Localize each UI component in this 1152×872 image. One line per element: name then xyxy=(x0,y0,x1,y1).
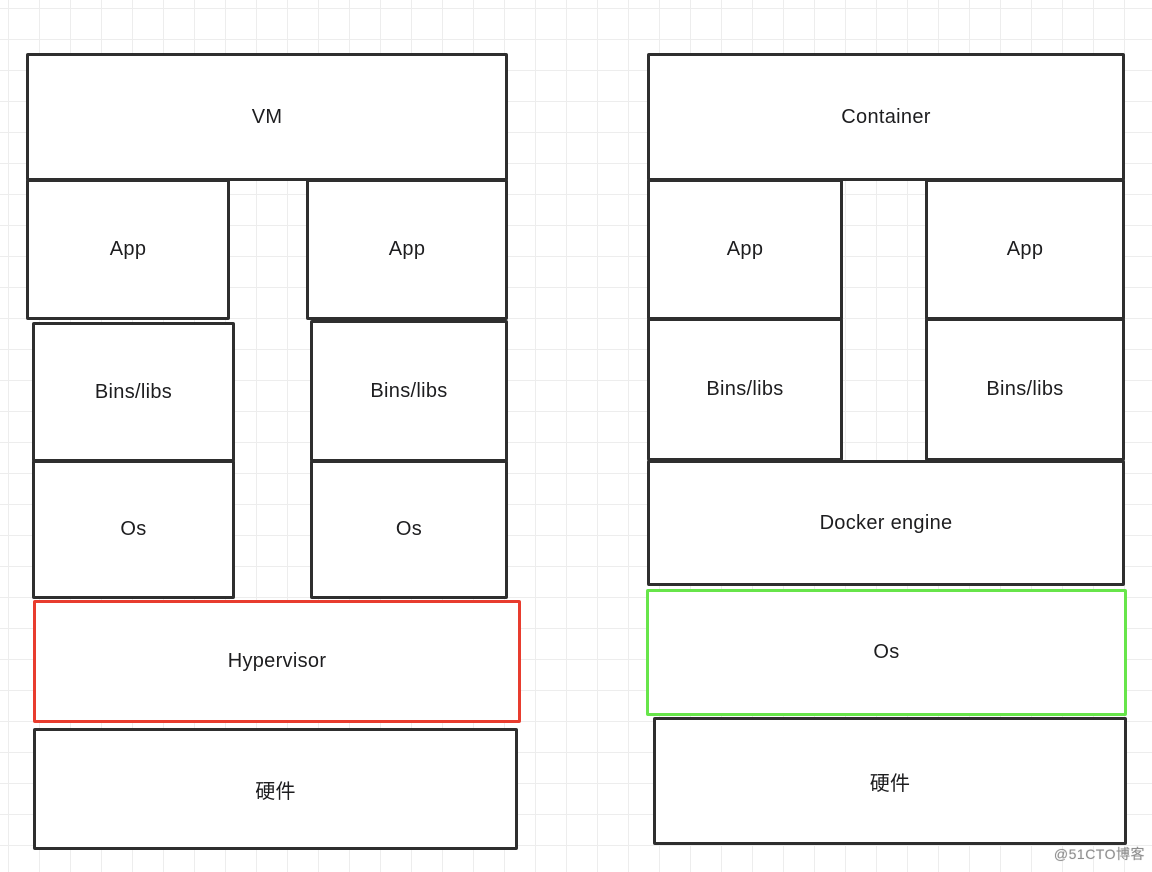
container-bins-libs-right-label: Bins/libs xyxy=(986,378,1064,400)
container-app-left-label: App xyxy=(726,238,764,260)
hypervisor-label: Hypervisor xyxy=(227,650,327,672)
container-app-left-box: App xyxy=(647,179,843,320)
vm-app-right-label: App xyxy=(388,238,426,260)
vm-bins-libs-left-label: Bins/libs xyxy=(94,380,173,403)
container-hardware-box: 硬件 xyxy=(653,717,1127,845)
vm-os-right-label: Os xyxy=(395,518,423,540)
container-bins-libs-left-box: Bins/libs xyxy=(647,318,843,461)
vm-title-box: VM xyxy=(26,53,508,181)
docker-engine-box: Docker engine xyxy=(647,460,1125,586)
container-title-box: Container xyxy=(647,53,1125,181)
container-os-label: Os xyxy=(873,641,900,663)
container-os-box: Os xyxy=(646,589,1127,716)
vm-os-left-box: Os xyxy=(32,460,235,599)
vm-title-label: VM xyxy=(251,105,283,128)
vm-app-left-box: App xyxy=(26,179,230,320)
container-app-right-box: App xyxy=(925,179,1125,320)
vm-app-right-box: App xyxy=(306,179,508,320)
vm-bins-libs-right-label: Bins/libs xyxy=(370,379,448,402)
container-title-label: Container xyxy=(841,105,931,128)
vm-bins-libs-right-box: Bins/libs xyxy=(310,320,508,462)
vm-app-left-label: App xyxy=(109,238,147,260)
vm-os-left-label: Os xyxy=(120,518,147,540)
vm-hardware-box: 硬件 xyxy=(33,728,518,850)
container-hardware-label: 硬件 xyxy=(869,772,911,795)
vm-bins-libs-left-box: Bins/libs xyxy=(32,322,235,462)
container-app-right-label: App xyxy=(1006,238,1044,260)
vm-hardware-label: 硬件 xyxy=(255,780,296,803)
watermark: @51CTO博客 xyxy=(1053,846,1145,862)
vm-os-right-box: Os xyxy=(310,460,508,599)
container-bins-libs-right-box: Bins/libs xyxy=(925,318,1125,461)
hypervisor-box: Hypervisor xyxy=(33,600,521,723)
docker-engine-label: Docker engine xyxy=(819,511,953,534)
container-bins-libs-left-label: Bins/libs xyxy=(706,378,784,400)
